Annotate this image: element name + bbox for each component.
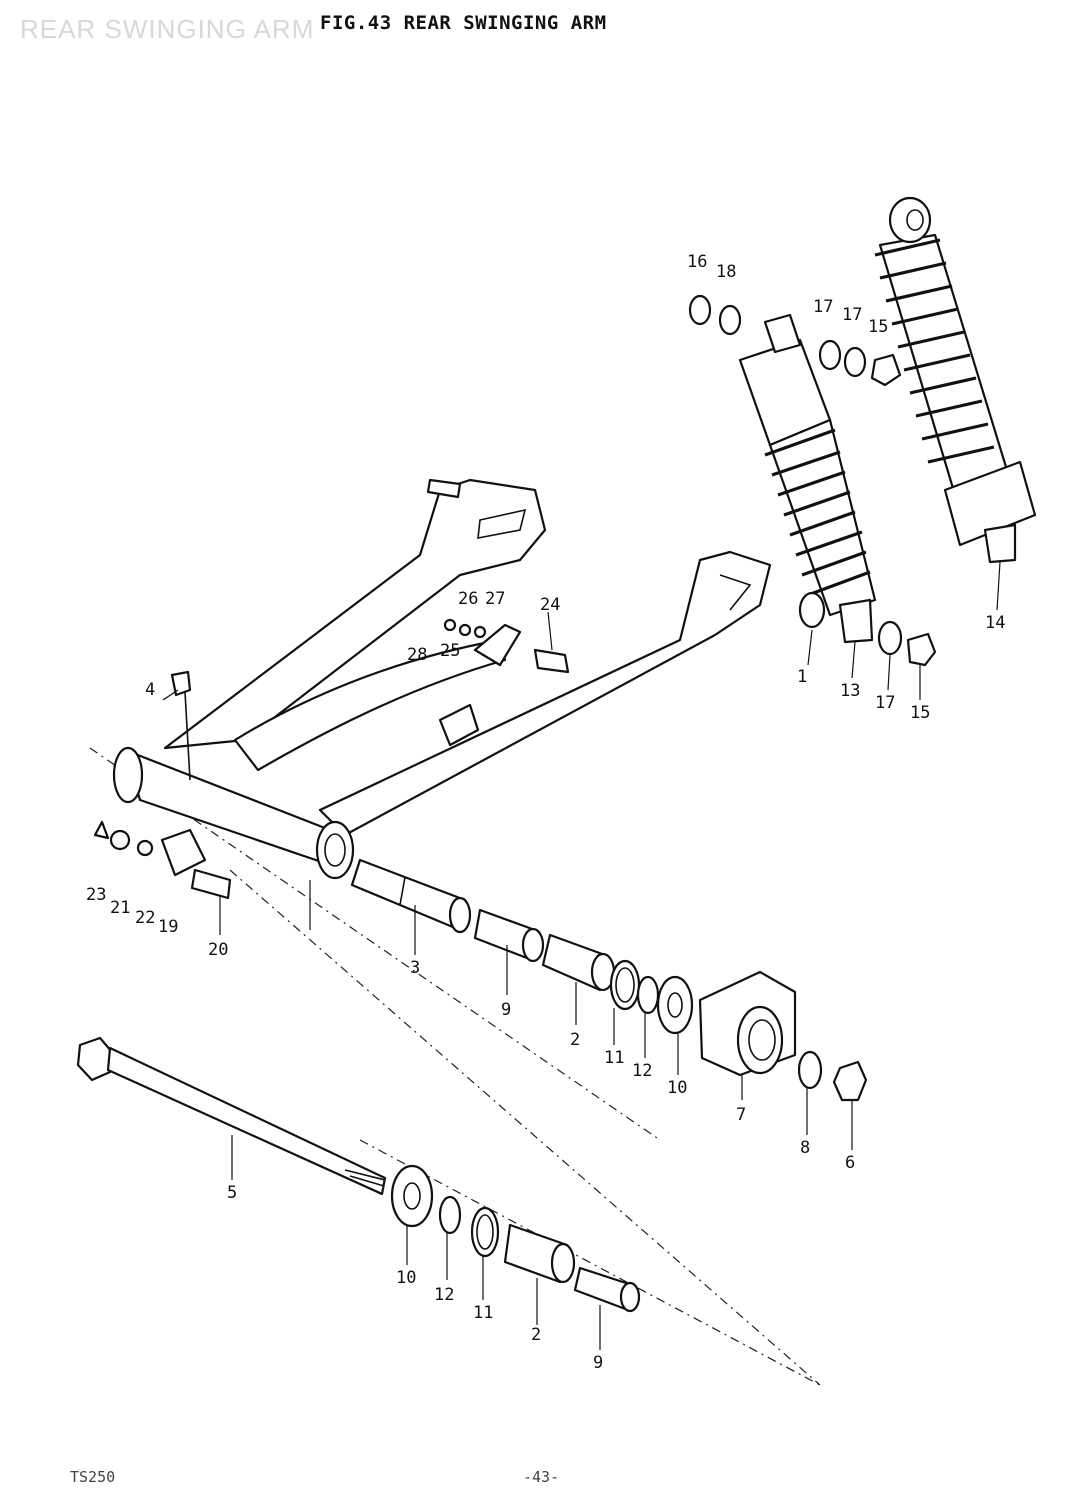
part-label-28: 28 [407, 645, 427, 665]
part-label-15: 15 [910, 703, 930, 723]
part-label-13: 13 [840, 681, 860, 701]
part-label-3: 3 [410, 958, 420, 978]
part-label-22: 22 [135, 908, 155, 928]
part-label-11: 11 [473, 1303, 493, 1323]
part-label-19: 19 [158, 917, 178, 937]
part-label-9: 9 [501, 1000, 511, 1020]
spacer-upper [636, 975, 660, 1015]
part-label-25: 25 [440, 641, 460, 661]
torque-link-parts [93, 820, 232, 900]
bush-lower [573, 1266, 641, 1313]
part-label-4: 4 [145, 680, 155, 700]
part-label-2: 2 [570, 1030, 580, 1050]
pivot-nut [832, 1060, 868, 1102]
spacer-lower [438, 1195, 462, 1235]
part-label-5: 5 [227, 1183, 237, 1203]
part-label-11: 11 [604, 1048, 624, 1068]
part-label-1: 1 [797, 667, 807, 687]
part-label-2: 2 [531, 1325, 541, 1345]
page-number: -43- [523, 1468, 560, 1486]
seal-ring-upper [609, 959, 641, 1011]
part-label-17: 17 [842, 305, 862, 325]
part-label-26: 26 [458, 589, 478, 609]
assembly-centerlines [89, 747, 821, 1386]
part-number-labels: 1 2 2 3 4 5 6 7 8 9 9 10 10 11 11 12 12 … [86, 252, 1005, 1373]
part-label-17: 17 [875, 693, 895, 713]
shock-absorber-right [874, 196, 1037, 564]
part-label-16: 16 [687, 252, 707, 272]
part-label-6: 6 [845, 1153, 855, 1173]
bearing-upper [541, 933, 616, 992]
bearing-lower [503, 1223, 576, 1284]
part-label-10: 10 [396, 1268, 416, 1288]
seal-ring-lower [470, 1206, 500, 1258]
thrust-washer-lower [390, 1164, 434, 1228]
pivot-sleeve [350, 858, 472, 934]
part-label-12: 12 [632, 1061, 652, 1081]
part-label-23: 23 [86, 885, 106, 905]
part-label-20: 20 [208, 940, 228, 960]
pivot-washer [797, 1050, 823, 1090]
part-label-8: 8 [800, 1138, 810, 1158]
part-label-12: 12 [434, 1285, 454, 1305]
part-label-9: 9 [593, 1353, 603, 1373]
shock-absorber-left [738, 313, 877, 644]
cable-stop-parts [443, 618, 570, 674]
grease-nipple [170, 670, 192, 781]
part-label-27: 27 [485, 589, 505, 609]
part-label-17: 17 [813, 297, 833, 317]
part-label-10: 10 [667, 1078, 687, 1098]
shock-mount-hardware [688, 294, 937, 667]
chain-buffer [698, 970, 797, 1077]
bush-upper [473, 908, 545, 963]
part-label-24: 24 [540, 595, 560, 615]
swinging-arm [112, 478, 772, 880]
pivot-bolt [76, 1036, 387, 1196]
part-label-21: 21 [110, 898, 130, 918]
leader-lines [162, 561, 1001, 1350]
part-label-14: 14 [985, 613, 1005, 633]
part-label-7: 7 [736, 1105, 746, 1125]
thrust-washer-upper [656, 975, 694, 1035]
part-label-15: 15 [868, 317, 888, 337]
figure-title: FIG.43 REAR SWINGING ARM [320, 12, 607, 34]
header-watermark: REAR SWINGING ARM [20, 14, 315, 44]
model-code: TS250 [70, 1468, 116, 1486]
part-label-18: 18 [716, 262, 736, 282]
